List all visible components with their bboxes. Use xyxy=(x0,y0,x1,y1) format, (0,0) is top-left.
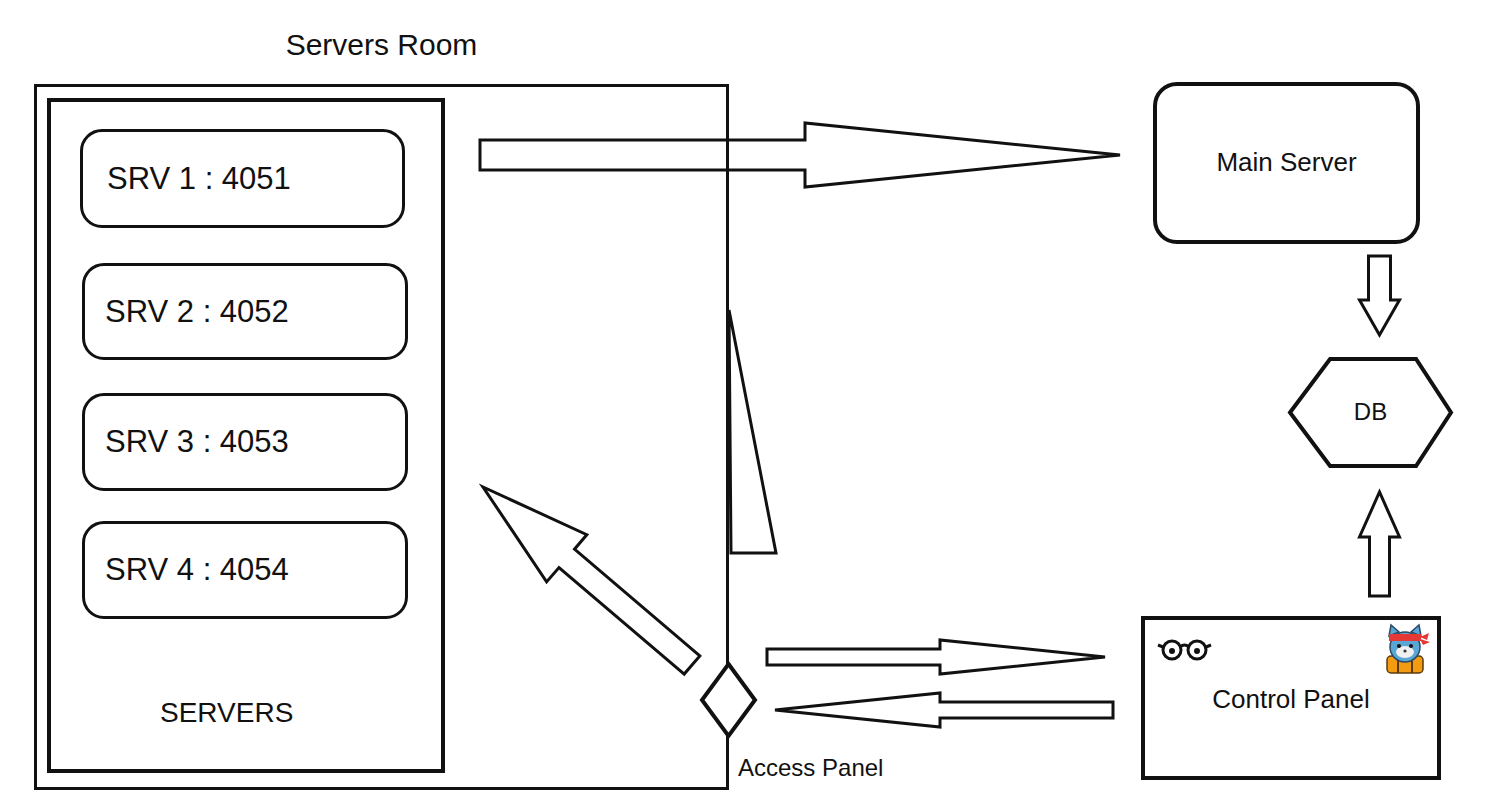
block-arrow xyxy=(1360,256,1400,335)
block-arrow xyxy=(480,123,1120,187)
cat-eye xyxy=(1397,644,1401,648)
server-box: SRV 3 : 4053 xyxy=(82,393,408,491)
room-heading: Servers Room xyxy=(37,27,726,63)
access-panel-diamond: Access Panel xyxy=(700,662,757,738)
access-panel-diamond-outline xyxy=(700,662,757,738)
door-flap xyxy=(729,310,776,553)
server-box: SRV 1 : 4051 xyxy=(80,129,405,228)
server-label: SRV 1 : 4051 xyxy=(107,160,291,197)
server-box: SRV 2 : 4052 xyxy=(82,263,408,360)
glasses-lens xyxy=(1163,641,1181,659)
database-hexagon-shape xyxy=(1290,359,1451,466)
server-label: SRV 2 : 4052 xyxy=(105,293,289,330)
glasses-icon xyxy=(1158,641,1211,659)
glasses-pupil xyxy=(1169,648,1175,654)
main-server-box: Main Server xyxy=(1153,82,1420,244)
control-panel-box: Control Panel xyxy=(1141,616,1441,780)
cat-headband-tail xyxy=(1420,639,1430,645)
panel-label: Control Panel xyxy=(1212,684,1370,715)
ninja-cat-icon xyxy=(1387,625,1430,673)
database-label: DB xyxy=(1354,398,1387,427)
cat-head xyxy=(1390,632,1420,662)
server-box: SRV 4 : 4054 xyxy=(82,521,408,619)
block-arrow xyxy=(1360,492,1400,596)
glasses-pupil xyxy=(1194,648,1200,654)
glasses-arm xyxy=(1158,645,1163,647)
glasses-lens xyxy=(1188,641,1206,659)
block-arrow xyxy=(483,487,700,674)
database-hexagon: DB xyxy=(1288,357,1453,468)
block-arrow xyxy=(775,693,1113,727)
server-label: Main Server xyxy=(1216,147,1356,178)
cat-headband xyxy=(1389,634,1421,641)
glasses-arm xyxy=(1206,645,1211,647)
servers-group-box: SERVERS SRV 1 : 4051SRV 2 : 4052SRV 3 : 4… xyxy=(47,98,445,773)
server-label: SRV 3 : 4053 xyxy=(105,423,289,460)
cat-headband-tail xyxy=(1420,633,1429,640)
cat-nose xyxy=(1403,649,1406,652)
glasses-bridge xyxy=(1180,645,1189,647)
cat-eye xyxy=(1409,644,1413,648)
room-box: Servers RoomSERVERSSRV 1 : 4051SRV 2 : 4… xyxy=(34,84,729,790)
group-label: SERVERS xyxy=(160,696,293,730)
access-panel-diamond-shape xyxy=(702,664,755,736)
access-label: Access Panel xyxy=(738,754,883,783)
block-arrow xyxy=(767,640,1105,674)
server-label: SRV 4 : 4054 xyxy=(105,551,289,588)
